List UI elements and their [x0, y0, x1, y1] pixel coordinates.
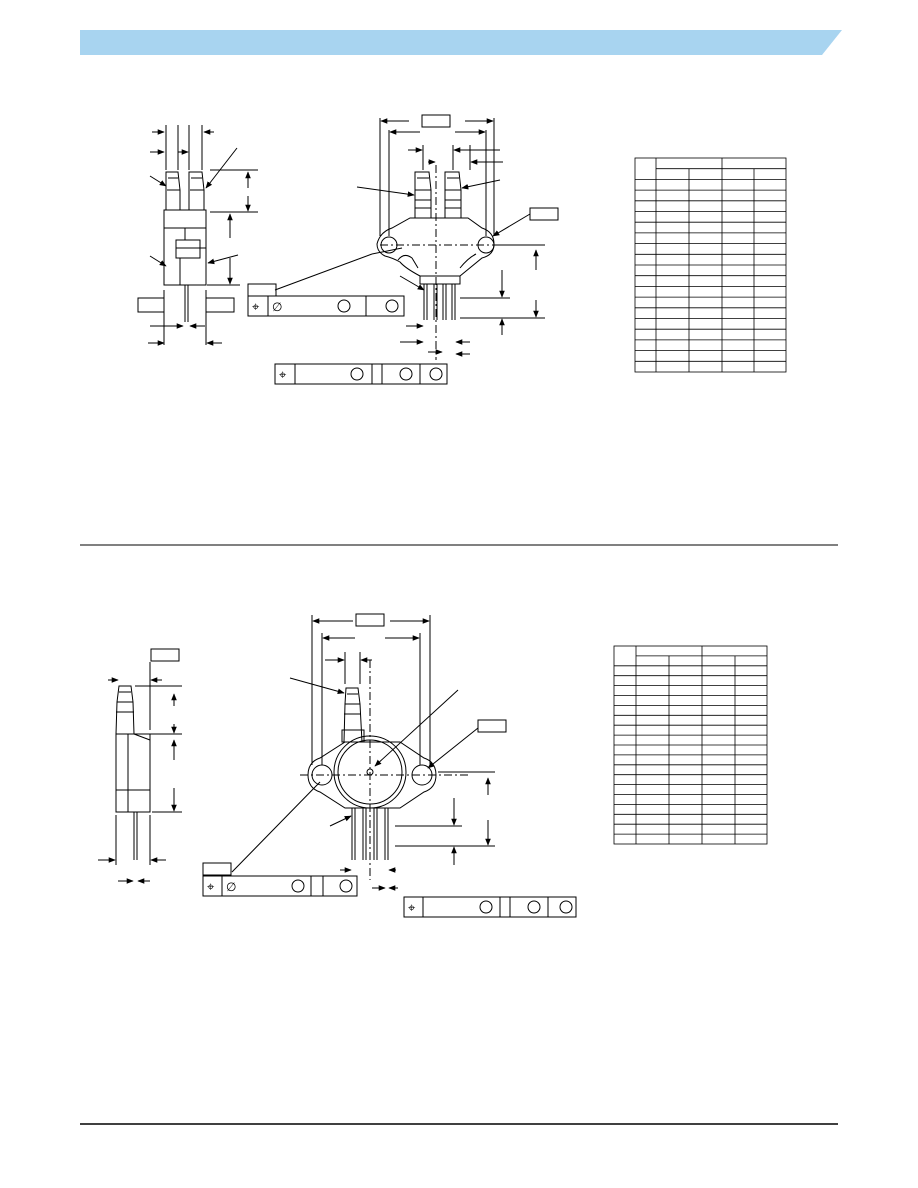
- bottom-front-view: [202, 613, 507, 891]
- bottom-fcf-1-diameter-symbol: ∅: [226, 880, 236, 894]
- top-drawing: [137, 114, 559, 385]
- top-fcf-1-position-symbol: ⌖: [252, 299, 260, 314]
- bottom-fcf-1: [202, 875, 358, 897]
- bottom-fcf-2-position-symbol: ⌖: [408, 900, 416, 915]
- header-band: [80, 30, 842, 55]
- top-fcf-1-diameter-symbol: ∅: [272, 300, 282, 314]
- top-fcf-2: [274, 363, 448, 385]
- top-fcf-1: [247, 295, 405, 317]
- top-side-view: [137, 125, 258, 346]
- top-fcf-2-position-symbol: ⌖: [279, 367, 287, 382]
- bottom-fcf-2: [403, 896, 577, 918]
- top-dimension-table: [634, 157, 787, 373]
- top-front-view: [247, 114, 559, 360]
- bottom-dimension-table: [613, 645, 768, 845]
- bottom-fcf-1-position-symbol: ⌖: [207, 879, 215, 894]
- bottom-side-view: [98, 648, 182, 884]
- bottom-drawing: [98, 613, 577, 918]
